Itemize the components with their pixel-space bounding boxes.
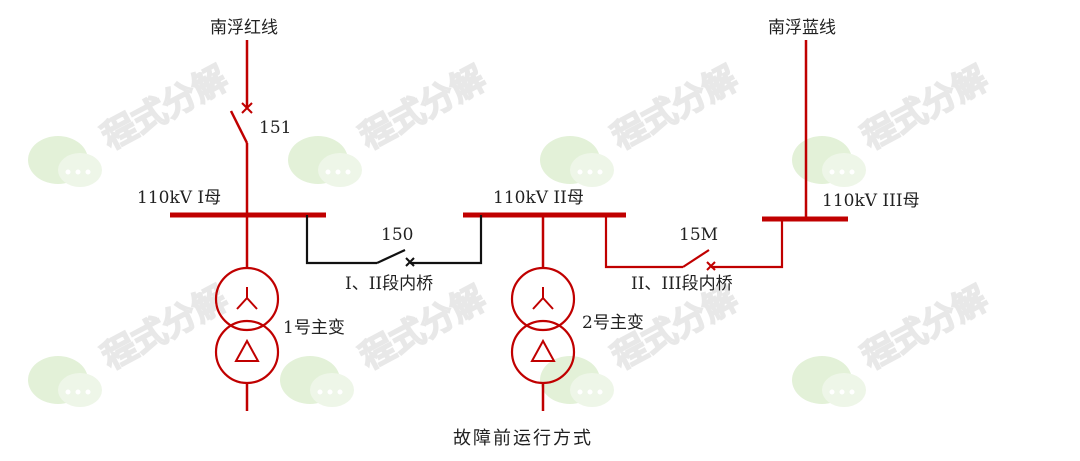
- breaker-15m-blade[interactable]: [682, 249, 710, 268]
- watermark-logo: [792, 356, 866, 407]
- bridge-1-2: [305, 215, 483, 267]
- breaker-150-blade[interactable]: [376, 249, 406, 264]
- bridge-1-2-label: I、II段内桥: [345, 274, 433, 294]
- bus-2-label: 110kV II母: [493, 188, 584, 208]
- red-line-label: 南浮红线: [210, 18, 278, 38]
- transformer-1[interactable]: [214, 215, 280, 411]
- bus-3-label: 110kV III母: [822, 191, 920, 211]
- watermark-text: 程式分解: [95, 59, 234, 158]
- bridge-2-3-label: II、III段内桥: [631, 274, 733, 294]
- watermark-logo: [792, 136, 866, 187]
- watermark-text: 程式分解: [855, 279, 994, 378]
- bridge-1-2-right-conductor: [410, 215, 483, 265]
- watermark-logo: [540, 356, 614, 407]
- transformer-2-label: 2号主变: [582, 313, 644, 333]
- bridge-2-3: [604, 215, 784, 271]
- bridge-2-3-right-conductor: [711, 219, 784, 269]
- transformer-1-label: 1号主变: [283, 318, 345, 338]
- watermark-logo: [540, 136, 614, 187]
- transformer-1-hv-winding: [214, 266, 280, 332]
- breaker-15m-label: 15M: [679, 225, 718, 245]
- breaker-151-mark: [241, 102, 253, 114]
- feeder-red-line: [229, 40, 253, 215]
- breaker-151-label: 151: [259, 118, 291, 138]
- watermark-text: 程式分解: [855, 59, 994, 158]
- watermark-logo: [28, 136, 102, 187]
- wye-symbol-icon: [532, 287, 554, 310]
- blue-line-label: 南浮蓝线: [768, 18, 836, 38]
- delta-symbol-icon: [234, 338, 260, 362]
- watermark-logo: [28, 356, 102, 407]
- bridge-1-2-left-conductor: [305, 215, 377, 265]
- watermark-logo: [288, 136, 362, 187]
- bridge-2-3-left-conductor: [604, 215, 683, 269]
- transformer-2[interactable]: [510, 215, 576, 411]
- breaker-150-label: 150: [381, 225, 413, 245]
- watermark-text: 程式分解: [605, 59, 744, 158]
- watermark-text: 程式分解: [95, 279, 234, 378]
- wye-symbol-icon: [236, 287, 258, 310]
- delta-symbol-icon: [530, 338, 556, 362]
- transformer-2-hv-winding: [510, 266, 576, 332]
- watermark-text: 程式分解: [353, 59, 492, 158]
- diagram-caption: 故障前运行方式: [453, 428, 593, 449]
- watermark-logo: [280, 356, 354, 407]
- bus-1-label: 110kV I母: [137, 188, 221, 208]
- breaker-151-blade[interactable]: [229, 110, 249, 144]
